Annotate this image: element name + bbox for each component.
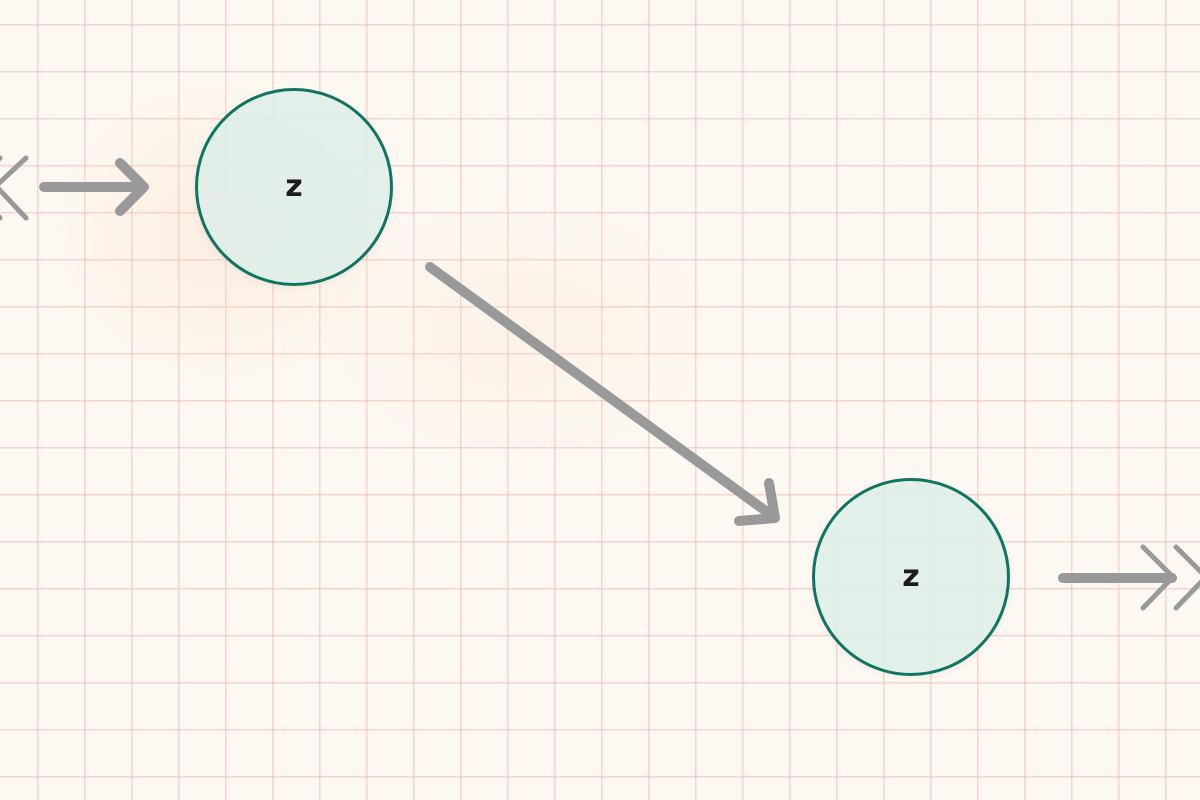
edge-incoming [39,158,149,216]
continuation-mark-left [0,155,29,221]
node-label: z [902,559,920,594]
edge-line [425,262,779,522]
double-chevron-icon [1140,544,1176,611]
continuation-mark-right [1140,544,1200,611]
double-chevron-icon [1173,544,1200,611]
double-chevron-icon [0,155,29,221]
arrowhead [734,478,780,526]
edge-n1-to-n2 [425,262,780,526]
diagram-node-1[interactable]: z [195,88,393,286]
diagram-node-2[interactable]: z [812,478,1010,676]
arrowhead [115,158,149,216]
node-label: z [285,169,303,204]
